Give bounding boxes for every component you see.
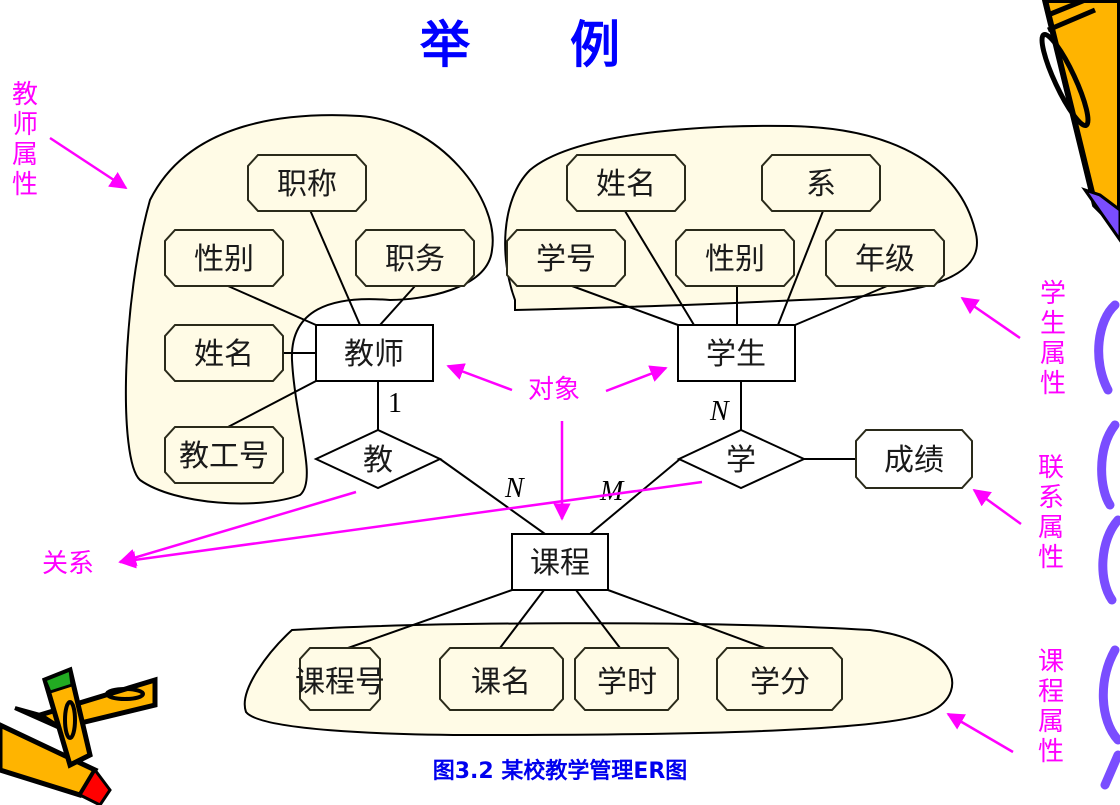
edge-student-name — [624, 210, 695, 326]
attribute-course-number: 课程号 — [295, 647, 385, 711]
edge-teacher-gender — [227, 285, 317, 326]
svg-text:学: 学 — [1040, 279, 1066, 309]
svg-text:学生: 学生 — [706, 337, 766, 372]
svg-text:课名: 课名 — [471, 665, 531, 700]
svg-text:性: 性 — [1038, 543, 1064, 573]
attribute-course-name: 课名 — [439, 647, 564, 711]
svg-text:教工号: 教工号 — [179, 439, 269, 474]
cardinality-student-learn: N — [709, 396, 730, 427]
attribute-course-credits: 学分 — [716, 647, 843, 711]
svg-text:课程号: 课程号 — [295, 665, 385, 700]
attribute-teacher-staff-id: 教工号 — [164, 426, 284, 484]
figure-caption: 图3.2 某校教学管理ER图 — [433, 758, 688, 784]
svg-text:教师: 教师 — [344, 337, 404, 372]
arrow-object-teacher — [446, 363, 513, 392]
svg-text:性别: 性别 — [194, 242, 254, 277]
entity-course: 课程 — [511, 533, 609, 591]
svg-text:职称: 职称 — [277, 167, 337, 202]
svg-text:职务: 职务 — [385, 242, 445, 277]
arrow-relation-teach — [118, 490, 357, 566]
attribute-student-number: 学号 — [506, 229, 626, 287]
svg-text:姓名: 姓名 — [596, 167, 656, 202]
cardinality-teach-course: N — [504, 473, 525, 504]
svg-text:年级: 年级 — [855, 242, 915, 277]
relationship-learn: 学 — [676, 428, 807, 490]
edge-learn-course — [589, 458, 681, 535]
entity-student: 学生 — [677, 324, 796, 382]
edge-teach-course — [439, 458, 546, 535]
edge-course-cno — [347, 589, 513, 649]
svg-text:性别: 性别 — [705, 242, 765, 277]
attribute-course-hours: 学时 — [574, 647, 679, 711]
svg-text:属: 属 — [12, 140, 38, 170]
attribute-score: 成绩 — [855, 429, 973, 489]
svg-text:属: 属 — [1040, 339, 1066, 369]
attribute-student-grade: 年级 — [825, 229, 945, 287]
edge-teacher-position — [379, 285, 416, 326]
svg-text:学: 学 — [726, 443, 756, 478]
crayon-decoration-bottom-left-icon — [0, 666, 158, 805]
edge-student-dept — [777, 210, 824, 326]
edge-student-sno — [571, 285, 679, 326]
svg-text:学号: 学号 — [536, 242, 596, 277]
svg-text:系: 系 — [1038, 483, 1064, 513]
svg-text:系: 系 — [806, 167, 836, 202]
arrow-student-attributes — [960, 296, 1021, 340]
edge-course-cname — [499, 589, 545, 649]
svg-text:属: 属 — [1038, 707, 1064, 737]
attribute-teacher-title: 职称 — [247, 154, 367, 212]
teacher-attribute-group — [124, 114, 494, 505]
svg-text:课程: 课程 — [530, 546, 590, 581]
arrow-teacher-attributes — [49, 136, 128, 190]
edge-teacher-id — [227, 380, 317, 428]
svg-text:性: 性 — [12, 170, 38, 200]
edge-student-grade — [794, 285, 888, 326]
annotation-course-attributes: 课 程 属 性 — [1038, 647, 1064, 767]
attribute-teacher-name: 姓名 — [164, 324, 284, 382]
edge-course-hours — [575, 589, 621, 649]
svg-text:课: 课 — [1038, 647, 1064, 677]
relationship-teach: 教 — [313, 428, 443, 490]
arrow-relation-learn — [118, 480, 703, 569]
arrow-object-student — [605, 365, 668, 393]
crayon-decoration-top-right-icon — [1039, 0, 1120, 243]
cardinality-teacher-teach: 1 — [388, 388, 402, 419]
attribute-teacher-position: 职务 — [355, 229, 475, 287]
arrow-relationship-attributes — [972, 488, 1022, 526]
svg-text:师: 师 — [12, 110, 38, 140]
svg-text:学分: 学分 — [750, 665, 810, 700]
slide-title: 举 例 — [419, 16, 620, 74]
edge-teacher-title — [309, 209, 361, 326]
annotation-relationships: 关系 — [42, 549, 94, 579]
edge-course-credits — [607, 589, 766, 649]
svg-text:学时: 学时 — [597, 665, 657, 700]
annotation-objects: 对象 — [528, 375, 580, 405]
svg-text:性: 性 — [1038, 737, 1064, 767]
entity-teacher: 教师 — [315, 324, 434, 382]
arrow-course-attributes — [946, 712, 1014, 754]
attribute-teacher-gender: 性别 — [164, 229, 284, 287]
annotation-relationship-attributes: 联 系 属 性 — [1038, 453, 1064, 573]
cardinality-learn-course: M — [599, 476, 625, 507]
attribute-student-gender: 性别 — [675, 229, 795, 287]
svg-text:程: 程 — [1038, 677, 1064, 707]
attribute-student-name: 姓名 — [566, 154, 686, 212]
svg-text:教: 教 — [12, 80, 38, 110]
annotation-teacher-attributes: 教 师 属 性 — [12, 80, 38, 200]
attribute-student-department: 系 — [761, 154, 881, 212]
svg-text:教: 教 — [363, 443, 393, 478]
svg-text:生: 生 — [1040, 309, 1066, 339]
annotation-student-attributes: 学 生 属 性 — [1040, 279, 1066, 399]
svg-text:性: 性 — [1040, 369, 1066, 399]
svg-text:姓名: 姓名 — [194, 337, 254, 372]
svg-text:成绩: 成绩 — [884, 443, 944, 478]
squiggle-decoration-right-icon — [1094, 300, 1120, 790]
svg-text:联: 联 — [1038, 453, 1064, 483]
svg-text:属: 属 — [1038, 513, 1064, 543]
